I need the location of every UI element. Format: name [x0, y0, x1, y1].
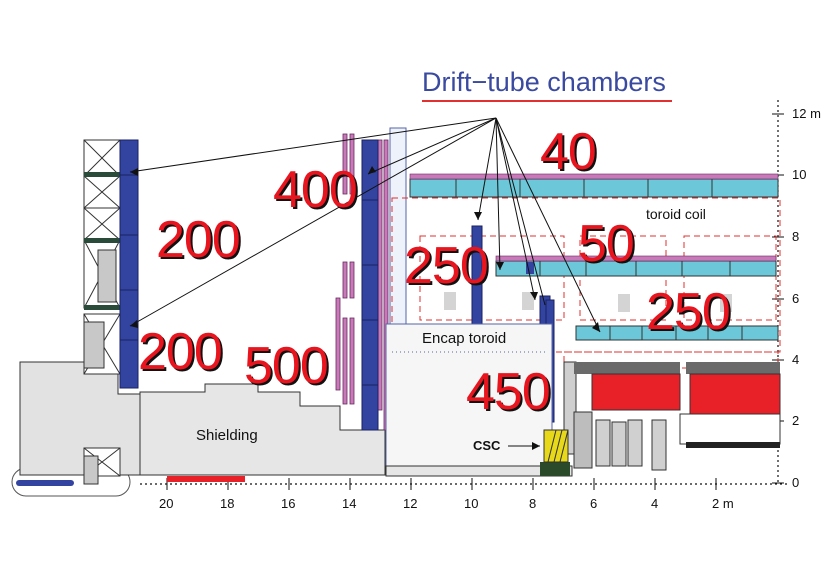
inner-chamber-row [575, 325, 779, 341]
tower-inner-block [97, 249, 117, 303]
rate-50: 50 [578, 215, 635, 273]
title-underline [422, 100, 672, 102]
csc-base [540, 462, 570, 476]
shielding-label: Shielding [196, 427, 258, 444]
rate-200-upper: 200 [156, 211, 241, 269]
x-tick-label: 10 [464, 496, 479, 511]
toroid-coil-label: toroid coil [646, 206, 706, 222]
pink-coil-columns [335, 133, 389, 431]
magnet-cap [574, 362, 680, 374]
y-tick-label: 6 [792, 291, 800, 306]
outer-chamber-row [409, 178, 779, 198]
rate-250-left: 250 [404, 237, 489, 295]
y-tick-label: 8 [792, 229, 800, 244]
floor-red-strip [167, 476, 245, 482]
tower-band [84, 305, 120, 310]
csc-label: CSC [473, 438, 501, 453]
y-tick-label: 12 m [792, 106, 821, 121]
shielding-block [139, 383, 386, 476]
x-tick-label: 6 [590, 496, 598, 511]
rate-400: 400 [273, 161, 358, 219]
x-tick-label: 12 [403, 496, 418, 511]
floor-block [385, 465, 573, 477]
magnet-right [689, 373, 781, 415]
rate-200-lower: 200 [138, 323, 223, 381]
tower-band [84, 172, 120, 177]
dashed-regions [391, 197, 781, 369]
magnet-cap [686, 362, 780, 374]
x-tick-label: 8 [529, 496, 537, 511]
magnet-base [679, 413, 781, 445]
drift-tube-chambers-title: Drift−tube chambers [422, 67, 666, 97]
x-tick-label: 14 [342, 496, 357, 511]
y-tick-label: 4 [792, 352, 800, 367]
support-column [573, 411, 593, 469]
magnet-left [591, 373, 681, 411]
x-tick-label: 4 [651, 496, 659, 511]
tower-base-block [83, 455, 99, 485]
tower-band [84, 238, 120, 243]
small-chamber [526, 262, 534, 274]
rate-40: 40 [540, 123, 597, 181]
magnet-base-line [686, 442, 780, 448]
y-tick-label: 2 [792, 413, 800, 428]
rate-450: 450 [466, 363, 551, 421]
tower-inner-block [83, 321, 105, 369]
calorimeter-blocks [595, 419, 667, 471]
x-tick-label: 20 [159, 496, 174, 511]
x-tick-label: 2 m [712, 496, 734, 511]
x-tick-marks [166, 478, 717, 490]
pointer-lines [129, 117, 601, 333]
drift-tube-column-left [119, 139, 139, 389]
rate-500: 500 [244, 337, 329, 395]
drift-tube-column-middle [361, 139, 379, 431]
x-tick-label: 18 [220, 496, 235, 511]
y-tick-label: 10 [792, 167, 807, 182]
beam-pipe [16, 480, 74, 486]
x-tick-label: 16 [281, 496, 296, 511]
encap-toroid-label: Encap toroid [422, 330, 507, 347]
y-tick-label: 0 [792, 475, 800, 490]
rate-250-right: 250 [646, 283, 731, 341]
